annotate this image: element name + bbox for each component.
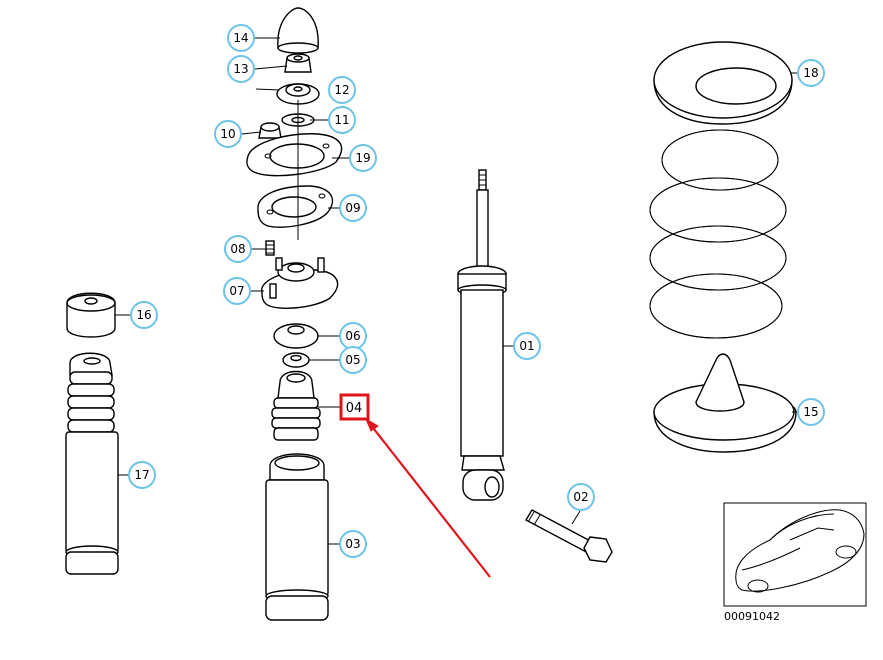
part-01-shock-absorber	[457, 169, 507, 501]
callout-05-label: 05	[345, 353, 360, 367]
callout-19[interactable]: 19	[349, 144, 377, 172]
part-12-cup	[276, 83, 320, 105]
callout-02-label: 02	[573, 490, 588, 504]
callout-15[interactable]: 15	[797, 398, 825, 426]
callout-08[interactable]: 08	[224, 235, 252, 263]
coil-spring	[649, 129, 787, 339]
vehicle-thumbnail[interactable]	[723, 502, 867, 607]
part-13-nut	[284, 53, 312, 73]
callout-18-label: 18	[803, 66, 818, 80]
callout-18[interactable]: 18	[797, 59, 825, 87]
part-10-nut	[258, 122, 282, 139]
part-05-washer	[282, 352, 310, 368]
part-16-bump-cap	[66, 292, 116, 338]
callout-15-label: 15	[803, 405, 818, 419]
callout-16[interactable]: 16	[130, 301, 158, 329]
callout-17-label: 17	[134, 468, 149, 482]
part-07-support-bearing	[261, 257, 339, 309]
callout-04-selected[interactable]: 04	[339, 393, 370, 421]
callout-09[interactable]: 09	[339, 194, 367, 222]
part-17-protective-tube	[65, 352, 119, 575]
callout-05[interactable]: 05	[339, 346, 367, 374]
callout-01[interactable]: 01	[513, 332, 541, 360]
leader-lines	[115, 37, 798, 545]
callout-12-label: 12	[334, 83, 349, 97]
part-04-bump-stop	[271, 370, 321, 441]
callout-19-label: 19	[355, 151, 370, 165]
part-19-plate	[246, 133, 343, 177]
highlight-arrow	[364, 417, 491, 578]
part-09-gasket	[257, 185, 334, 228]
callout-08-label: 08	[230, 242, 245, 256]
document-number: 00091042	[724, 610, 780, 623]
callout-04-label: 04	[346, 401, 363, 416]
part-18-upper-spring-pad	[653, 41, 793, 125]
callout-07-label: 07	[229, 284, 244, 298]
callout-01-label: 01	[519, 339, 534, 353]
callout-13[interactable]: 13	[227, 55, 255, 83]
callout-13-label: 13	[233, 62, 248, 76]
part-15-lower-spring-pad	[653, 353, 797, 453]
callout-12[interactable]: 12	[328, 76, 356, 104]
callout-14[interactable]: 14	[227, 24, 255, 52]
callout-10[interactable]: 10	[214, 120, 242, 148]
callout-17[interactable]: 17	[128, 461, 156, 489]
callout-16-label: 16	[136, 308, 151, 322]
part-03-protective-tube	[265, 453, 329, 621]
callout-11-label: 11	[334, 113, 349, 127]
callout-11[interactable]: 11	[328, 106, 356, 134]
part-02-bolt	[525, 509, 613, 563]
callout-02[interactable]: 02	[567, 483, 595, 511]
car-icon	[735, 509, 865, 593]
callout-03[interactable]: 03	[339, 530, 367, 558]
part-08-stud	[265, 240, 275, 256]
part-14-cap	[277, 7, 319, 54]
callout-06[interactable]: 06	[339, 322, 367, 350]
callout-09-label: 09	[345, 201, 360, 215]
callout-06-label: 06	[345, 329, 360, 343]
callout-07[interactable]: 07	[223, 277, 251, 305]
callout-10-label: 10	[220, 127, 235, 141]
part-06-cup	[273, 323, 319, 349]
callout-14-label: 14	[233, 31, 248, 45]
callout-03-label: 03	[345, 537, 360, 551]
